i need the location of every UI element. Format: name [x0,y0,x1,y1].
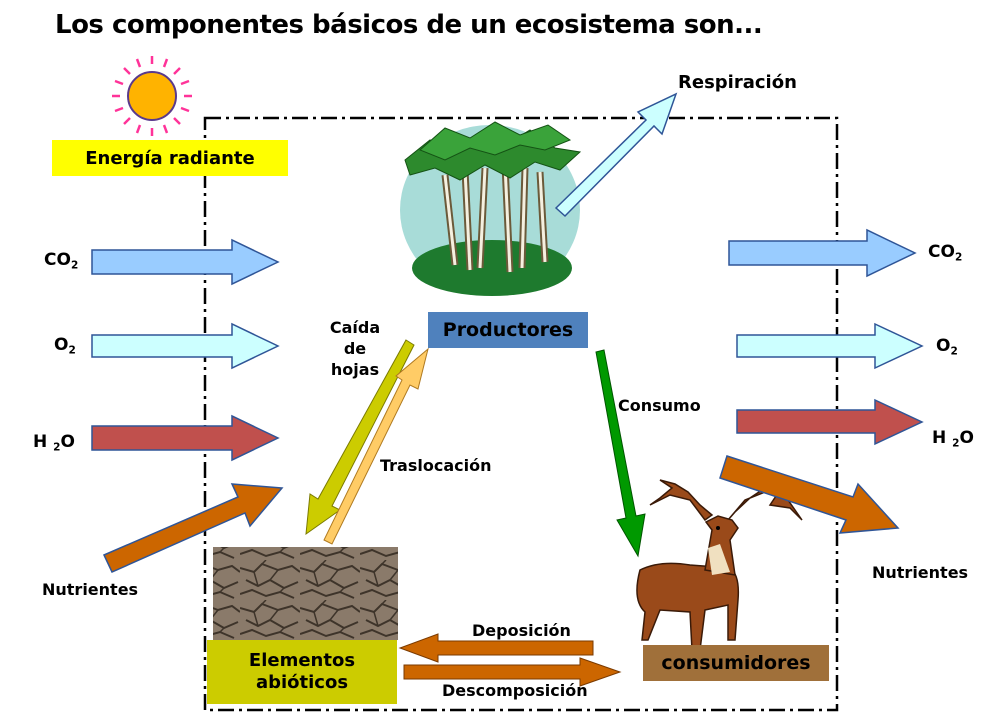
h2o-input-arrow [91,414,280,462]
abiotic-label: Elementos abióticos [248,650,356,693]
producers-box: Productores [428,312,588,348]
energy-label: Energía radiante [52,140,288,176]
cracked-soil-image [213,547,398,640]
deposition-arrow [398,633,594,663]
nutrients-output-label: Nutrientes [872,563,969,582]
leaf-fall-label: Caída de hojas [322,318,388,380]
h2o-output-arrow [736,398,924,446]
nutrients-input-label: Nutrientes [42,580,139,599]
consumption-arrow [595,349,646,558]
decomposition-label: Descomposición [442,681,588,700]
co2-input-label: CO2 [44,250,79,272]
co2-output-label: CO2 [928,242,963,264]
nutrients-input-arrow [102,483,284,573]
page-title: Los componentes básicos de un ecosistema… [55,10,763,40]
o2-output-arrow [736,322,924,370]
deposition-label: Deposición [472,621,571,640]
h2o-input-label: H 2O [33,432,75,454]
respiration-arrow [554,92,678,218]
co2-input-arrow [91,238,280,286]
decomposition-arrow [403,657,622,687]
o2-input-arrow [91,322,280,370]
trees-icon [400,121,582,296]
respiration-label: Respiración [678,72,797,93]
o2-output-label: O2 [936,336,958,358]
o2-input-label: O2 [54,335,76,357]
translocation-arrow [323,347,429,545]
h2o-output-label: H 2O [932,428,974,450]
consumers-box: consumidores [643,645,829,681]
deer-icon [636,479,803,651]
translocation-label: Traslocación [380,456,492,475]
leaf-fall-text: Caída de hojas [329,318,381,379]
consumption-label: Consumo [618,396,701,415]
abiotic-elements-box: Elementos abióticos [207,640,397,704]
co2-output-arrow [728,228,917,278]
nutrients-output-arrow [719,455,900,534]
sun-icon [112,56,192,136]
